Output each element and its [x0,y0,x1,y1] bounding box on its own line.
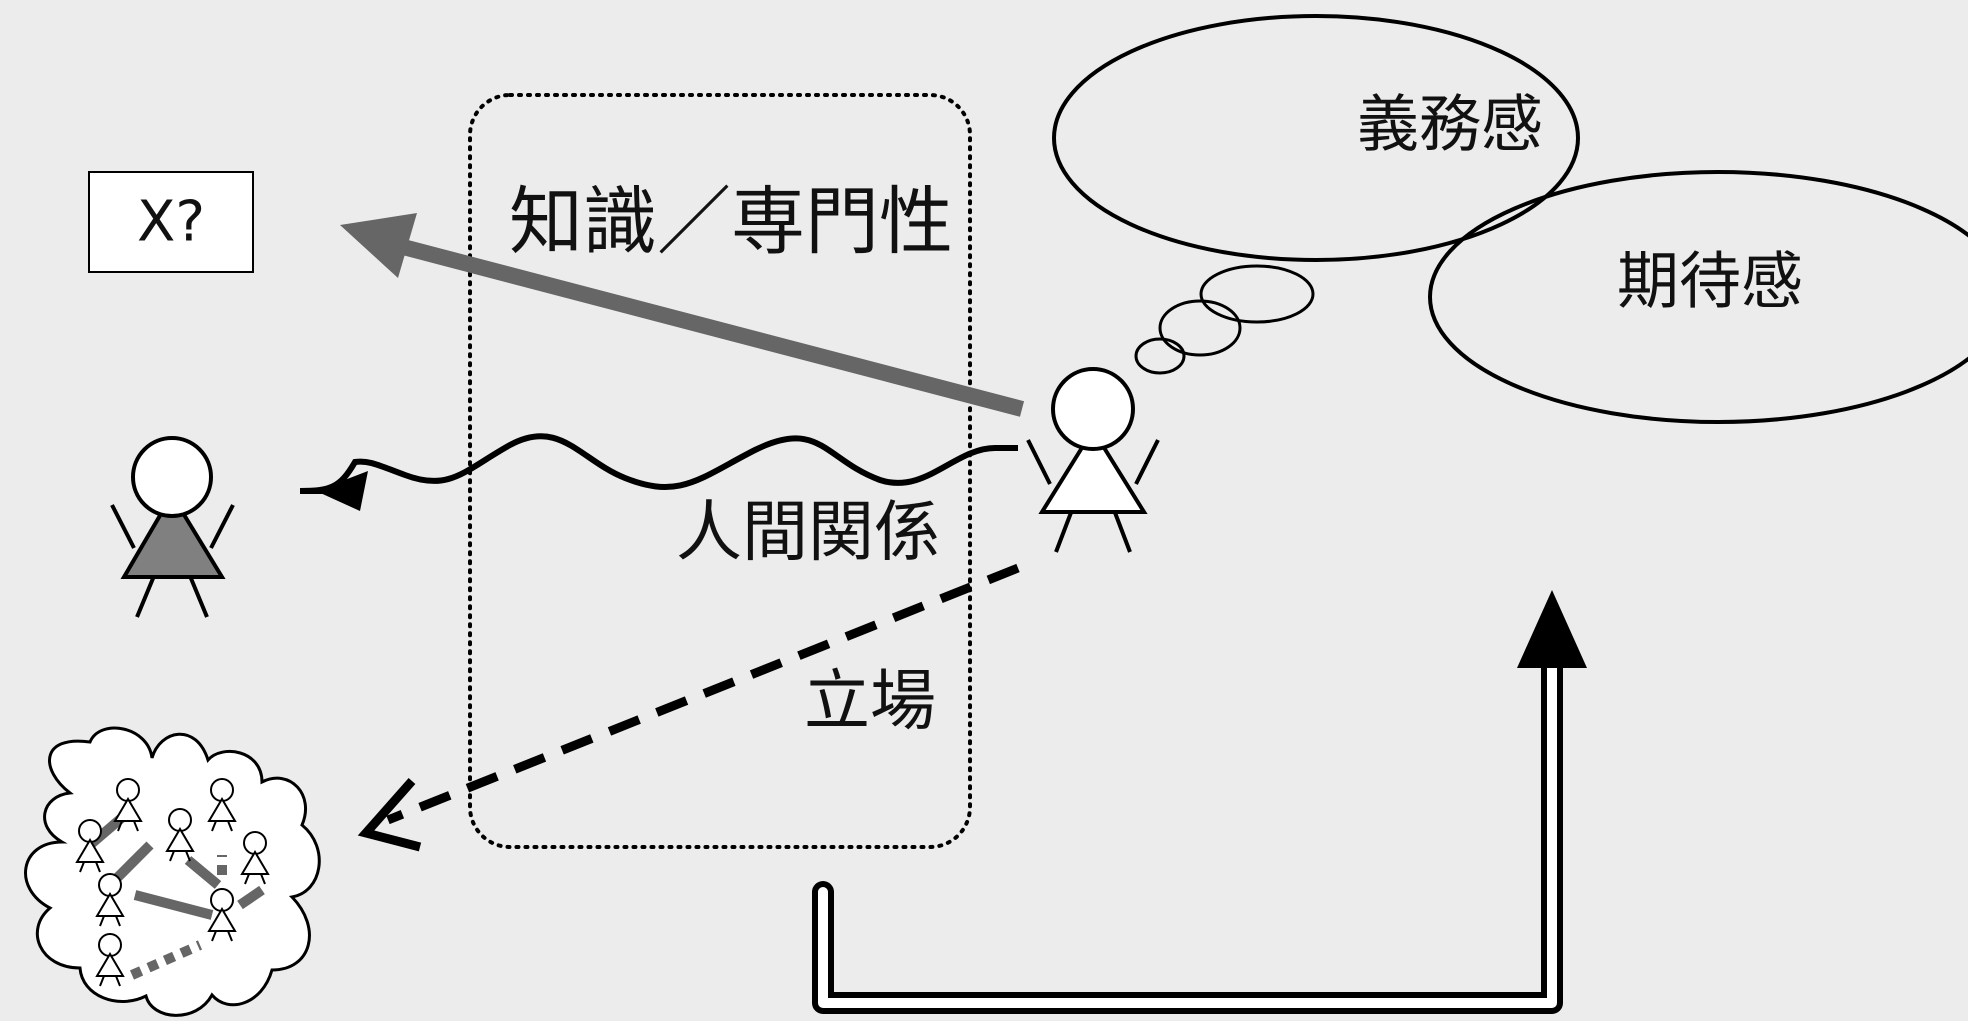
community-link [129,940,203,980]
community-person-leg [99,915,105,927]
x-box: X? [88,171,254,273]
community-links [86,811,265,980]
feedback-arrow-inner [818,663,1557,1008]
thought-bubble-medium [1158,299,1242,357]
community-person-leg [133,820,139,832]
gray-person-right-leg [188,575,209,618]
community-person-leg [117,820,123,832]
x-box-label: X? [137,190,205,255]
thought-bubble-large [1199,264,1315,324]
feedback-arrow [812,590,1587,1014]
community-person-body [207,797,237,822]
main-person-icon [1026,367,1160,553]
feedback-arrowhead [1517,590,1587,668]
community-person [95,873,125,927]
main-person-right-arm [1134,439,1160,485]
community-person-body [75,838,105,863]
knowledge-arrow [340,213,1025,417]
community-person [75,819,105,873]
relationship-arrow [299,433,1018,511]
community-person [240,831,270,885]
relationship-arrowhead [316,471,368,511]
thought-bubble-small [1134,337,1186,375]
knowledge-arrow-shaft [385,235,1025,417]
community-person-leg [115,915,121,927]
relationship-arrow-wave [299,433,1018,494]
community-person-leg [211,820,217,832]
community-people [75,778,270,987]
community-person-leg [211,930,217,942]
community-link [184,856,222,889]
main-person-left-arm [1026,439,1052,485]
gray-person-left-leg [135,575,156,618]
community-person-leg [169,850,175,862]
community-person [95,933,125,987]
community-link [237,885,265,910]
position-label: 立場 [804,663,936,740]
community-person-leg [244,873,250,885]
expectation-label: 期待感 [1617,245,1803,318]
position-arrow-shaft [386,563,1020,825]
gray-person-head [131,436,213,518]
x-box-frame [88,171,254,273]
community-person-leg [99,975,105,987]
main-person-right-leg [1112,509,1132,553]
community-person-leg [227,820,233,832]
community-person [165,808,195,862]
main-person-left-leg [1054,509,1074,553]
community-link [133,890,214,920]
community-person [113,778,143,832]
position-arrow [357,563,1020,852]
duty-ellipse [1052,14,1580,262]
knowledge-label: 知識／専門性 [509,179,953,265]
community-person-leg [185,850,191,862]
community-person-body [240,850,270,875]
community-cloud-icon [24,726,321,1017]
community-person-body [95,952,125,977]
community-person [207,888,237,942]
gray-person-right-arm [209,504,235,549]
community-person-leg [79,861,85,873]
relationship-label: 人間関係 [676,494,940,571]
community-person-body [95,892,125,917]
community-link [111,841,154,884]
community-person-leg [260,873,266,885]
community-person-leg [95,861,101,873]
duty-label: 義務感 [1357,88,1543,161]
cloud-outline [24,726,321,1017]
community-person-body [165,827,195,852]
community-person-body [207,907,237,932]
knowledge-arrowhead [340,213,417,278]
main-person-head [1051,367,1135,451]
community-person-body [113,797,143,822]
community-person-leg [227,930,233,942]
gray-person-body [120,491,226,579]
position-arrowhead [357,778,422,852]
community-person [207,778,237,832]
gray-person-left-arm [110,504,136,549]
main-person-body [1038,426,1148,514]
thought-bubbles [1134,264,1315,375]
expectation-ellipse [1428,170,1968,424]
gray-person-icon [110,436,235,618]
community-person-leg [115,975,121,987]
